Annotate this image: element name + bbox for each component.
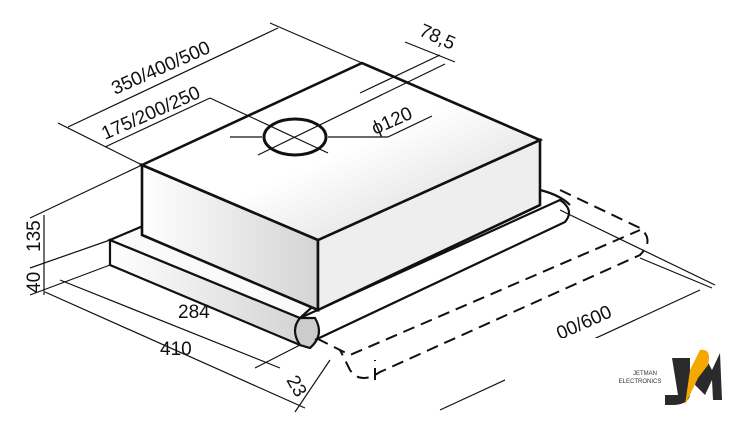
label-depth-body: 284 <box>178 302 210 323</box>
logo-line1: JETMAN <box>633 371 657 377</box>
label-height-body: 135 <box>24 220 45 252</box>
watermark-mask <box>505 338 733 440</box>
hood-body <box>138 61 544 313</box>
outlet-circle <box>209 63 446 157</box>
logo-line2: ELECTRONICS <box>619 379 662 385</box>
extended-panel-outline <box>299 189 649 380</box>
slide-panel <box>107 188 571 350</box>
watermark-logo: JETMAN ELECTRONICS <box>619 349 722 405</box>
label-depth-total: 410 <box>160 339 192 360</box>
label-height-panel: 40 <box>24 272 45 293</box>
